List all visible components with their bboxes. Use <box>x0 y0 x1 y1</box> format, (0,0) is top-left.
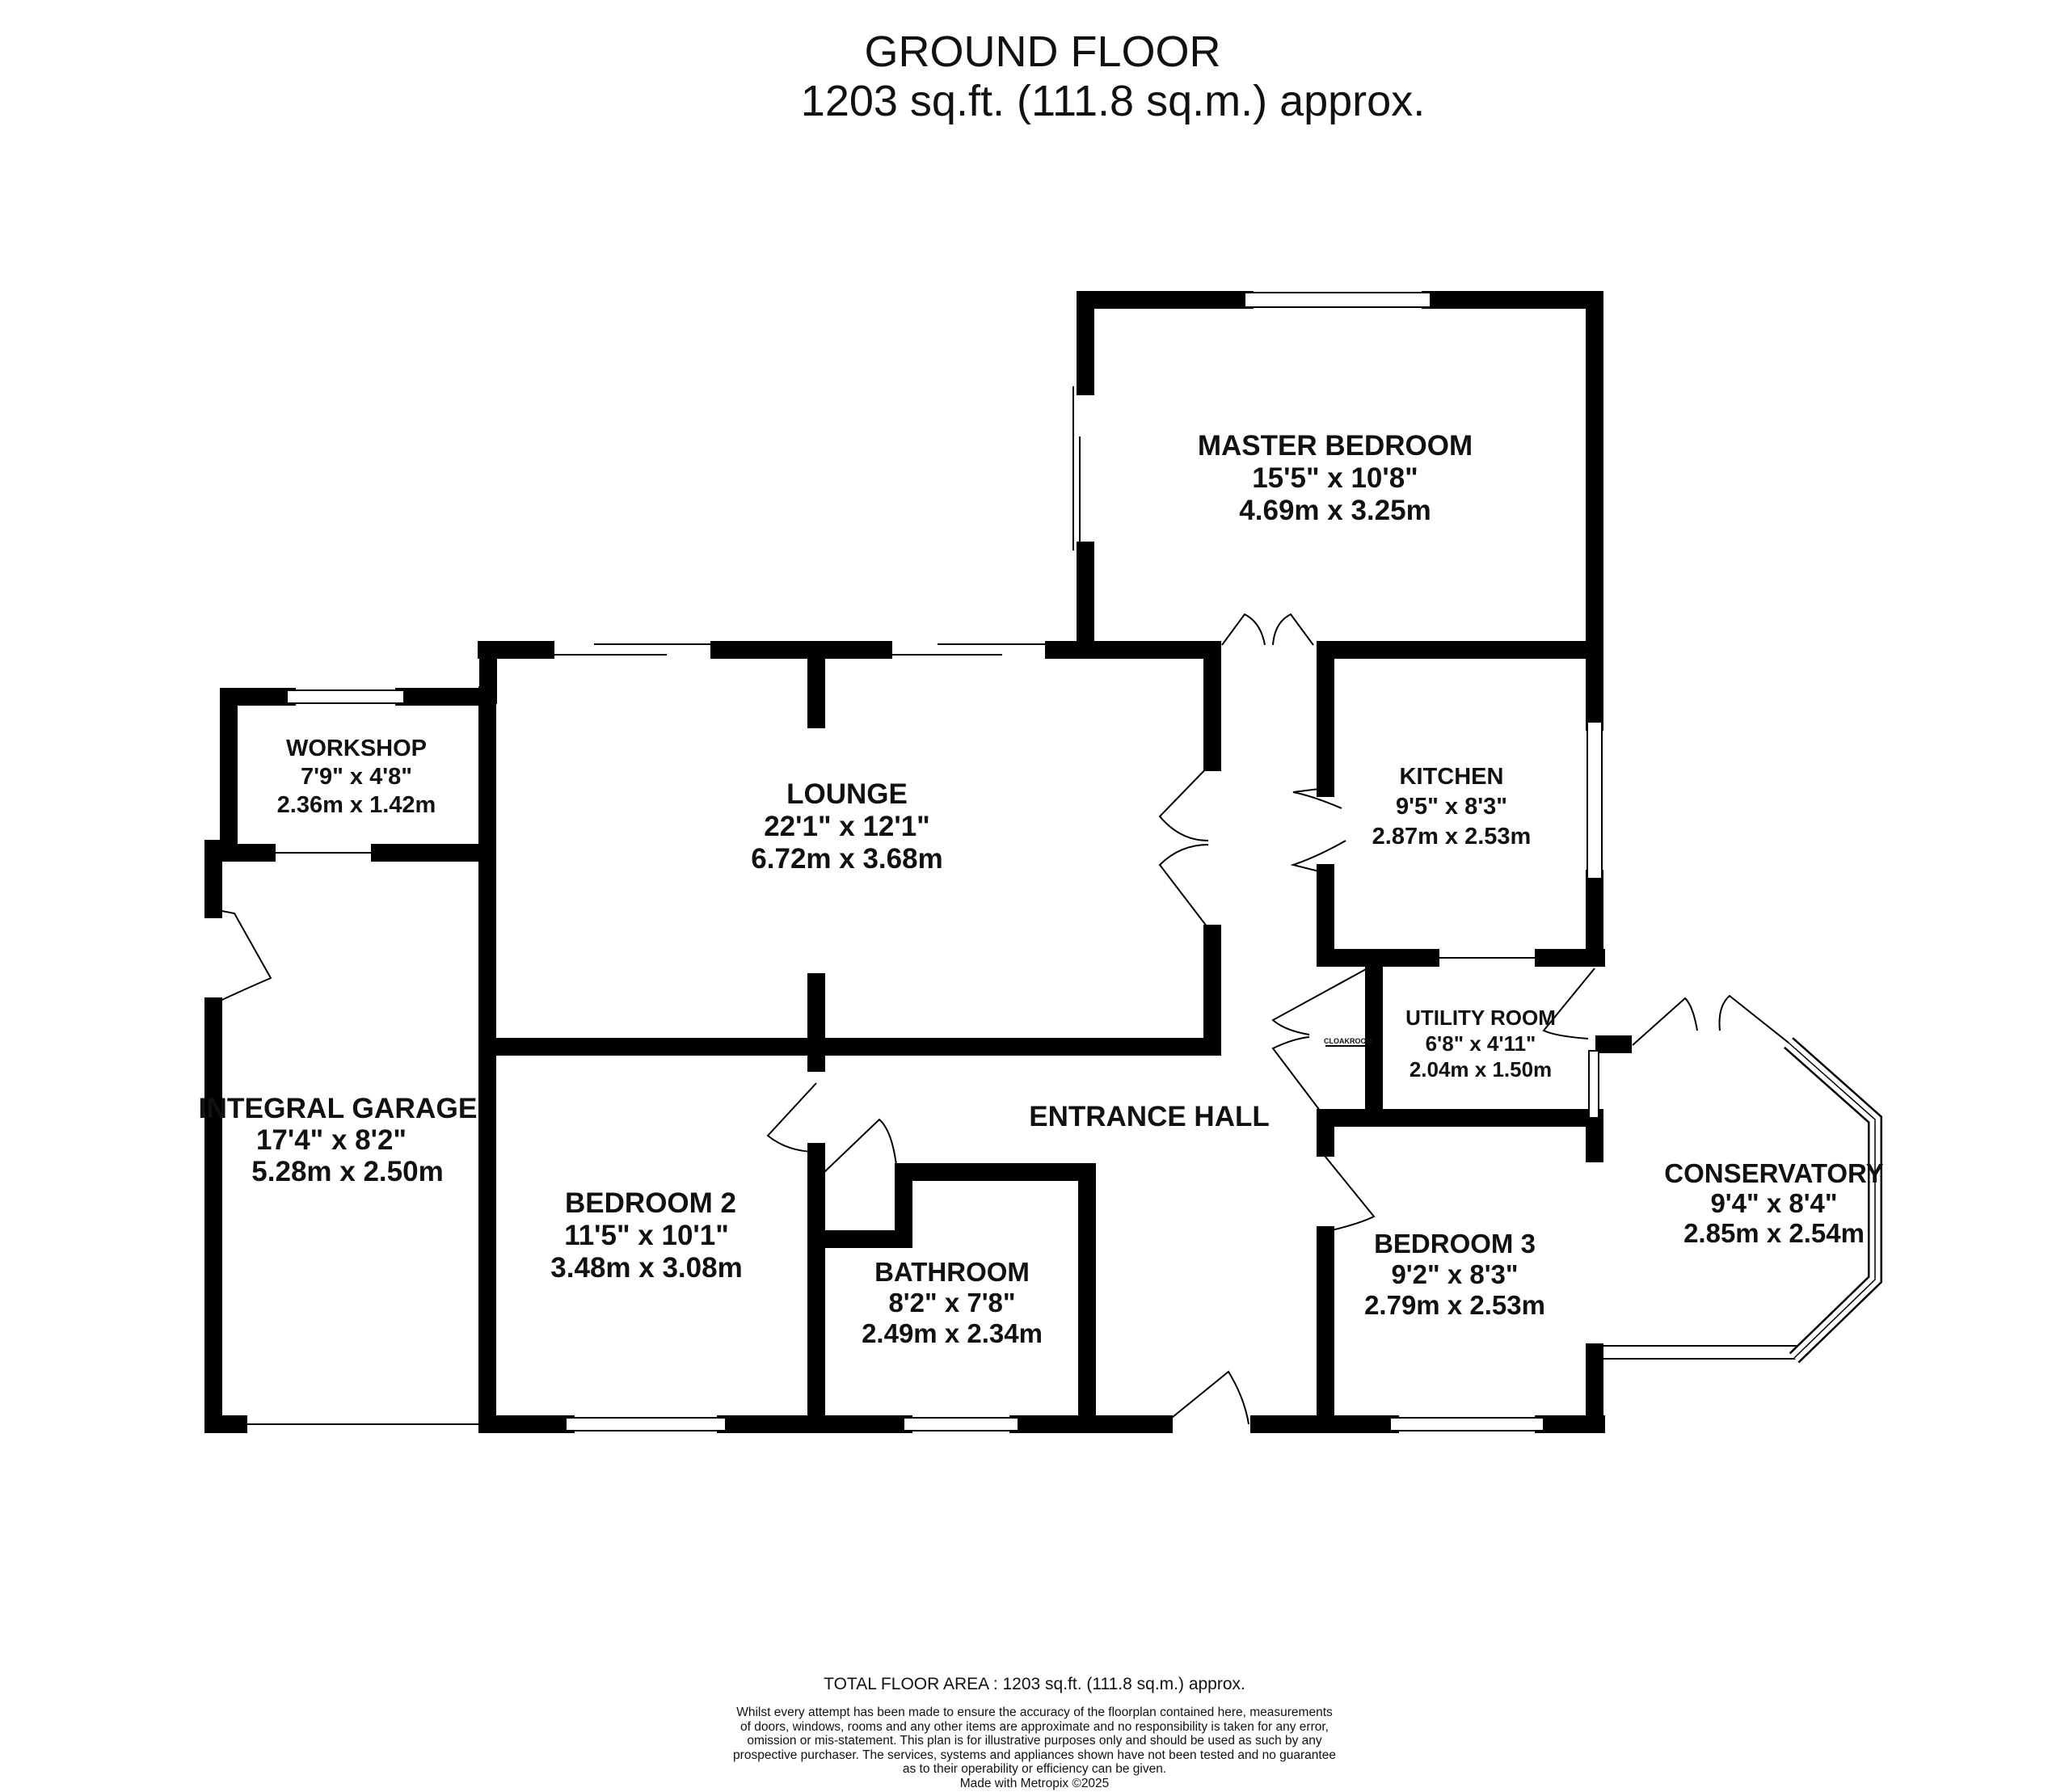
total-floor-area: TOTAL FLOOR AREA : 1203 sq.ft. (111.8 sq… <box>824 1675 1245 1693</box>
workshop-window <box>286 689 405 704</box>
room-imperial-master-bedroom: 15'5" x 10'8" <box>1252 462 1418 494</box>
thin-lines <box>242 386 1540 1425</box>
disclaimer-line: as to their operability or efficiency ca… <box>902 1762 1167 1776</box>
room-labels: MASTER BEDROOM 15'5" x 10'8" 4.69m x 3.2… <box>199 430 1884 1348</box>
master-top-window <box>1244 292 1431 308</box>
room-name-bathroom: BATHROOM <box>874 1257 1030 1287</box>
room-metric-bedroom-3: 2.79m x 2.53m <box>1364 1290 1545 1320</box>
room-name-entrance-hall: ENTRANCE HALL <box>1029 1101 1269 1132</box>
room-name-master-bedroom: MASTER BEDROOM <box>1198 430 1473 462</box>
door-swings <box>213 613 1789 1425</box>
room-metric-lounge: 6.72m x 3.68m <box>751 843 942 875</box>
room-imperial-lounge: 22'1" x 12'1" <box>764 811 930 842</box>
room-imperial-bedroom-3: 9'2" x 8'3" <box>1391 1259 1518 1289</box>
room-imperial-integral-garage: 17'4" x 8'2" <box>256 1124 407 1156</box>
room-imperial-conservatory: 9'4" x 8'4" <box>1710 1188 1837 1218</box>
room-metric-master-bedroom: 4.69m x 3.25m <box>1239 495 1431 526</box>
room-imperial-bathroom: 8'2" x 7'8" <box>888 1288 1015 1318</box>
room-metric-bathroom: 2.49m x 2.34m <box>862 1318 1043 1348</box>
room-metric-bedroom-2: 3.48m x 3.08m <box>550 1252 742 1284</box>
room-metric-utility-room: 2.04m x 1.50m <box>1410 1057 1552 1082</box>
conservatory-bottom-window <box>1602 1345 1801 1360</box>
made-with-credit: Made with Metropix ©2025 <box>959 1776 1110 1790</box>
bathroom-window <box>903 1417 1019 1431</box>
cloakroom-label: CLOAKROOM <box>1324 1037 1372 1045</box>
kitchen-window <box>1587 721 1603 879</box>
windows <box>286 292 1801 1431</box>
room-metric-conservatory: 2.85m x 2.54m <box>1683 1218 1865 1248</box>
bedroom3-window <box>1389 1417 1544 1431</box>
room-name-conservatory: CONSERVATORY <box>1664 1158 1883 1188</box>
footer: TOTAL FLOOR AREA : 1203 sq.ft. (111.8 sq… <box>671 1675 1398 1790</box>
utility-side-window <box>1588 1050 1599 1119</box>
conservatory-glazing <box>1784 1037 1882 1364</box>
disclaimer-line: Whilst every attempt has been made to en… <box>736 1706 1333 1719</box>
room-name-lounge: LOUNGE <box>786 778 908 810</box>
room-name-kitchen: KITCHEN <box>1400 764 1504 790</box>
room-name-utility-room: UTILITY ROOM <box>1405 1006 1556 1030</box>
room-metric-integral-garage: 5.28m x 2.50m <box>251 1156 443 1187</box>
disclaimer: Whilst every attempt has been made to en… <box>671 1706 1398 1777</box>
room-name-bedroom-3: BEDROOM 3 <box>1374 1229 1536 1259</box>
room-imperial-kitchen: 9'5" x 8'3" <box>1396 794 1507 820</box>
disclaimer-line: prospective purchaser. The services, sys… <box>733 1748 1336 1762</box>
room-name-bedroom-2: BEDROOM 2 <box>565 1187 736 1219</box>
room-name-workshop: WORKSHOP <box>286 736 427 761</box>
disclaimer-line: of doors, windows, rooms and any other i… <box>740 1719 1329 1734</box>
room-name-integral-garage: INTEGRAL GARAGE <box>199 1093 478 1124</box>
room-metric-workshop: 2.36m x 1.42m <box>277 792 436 818</box>
disclaimer-line: omission or mis-statement. This plan is … <box>747 1734 1322 1748</box>
room-imperial-bedroom-2: 11'5" x 10'1" <box>564 1220 729 1251</box>
bedroom2-window <box>565 1417 727 1431</box>
plan-subtitle: 1203 sq.ft. (111.8 sq.m.) approx. <box>801 77 1425 125</box>
room-metric-kitchen: 2.87m x 2.53m <box>1372 824 1532 850</box>
room-imperial-workshop: 7'9" x 4'8" <box>301 764 412 790</box>
plan-title: GROUND FLOOR <box>864 27 1220 76</box>
room-imperial-utility-room: 6'8" x 4'11" <box>1426 1031 1536 1056</box>
walls <box>204 291 1632 1433</box>
